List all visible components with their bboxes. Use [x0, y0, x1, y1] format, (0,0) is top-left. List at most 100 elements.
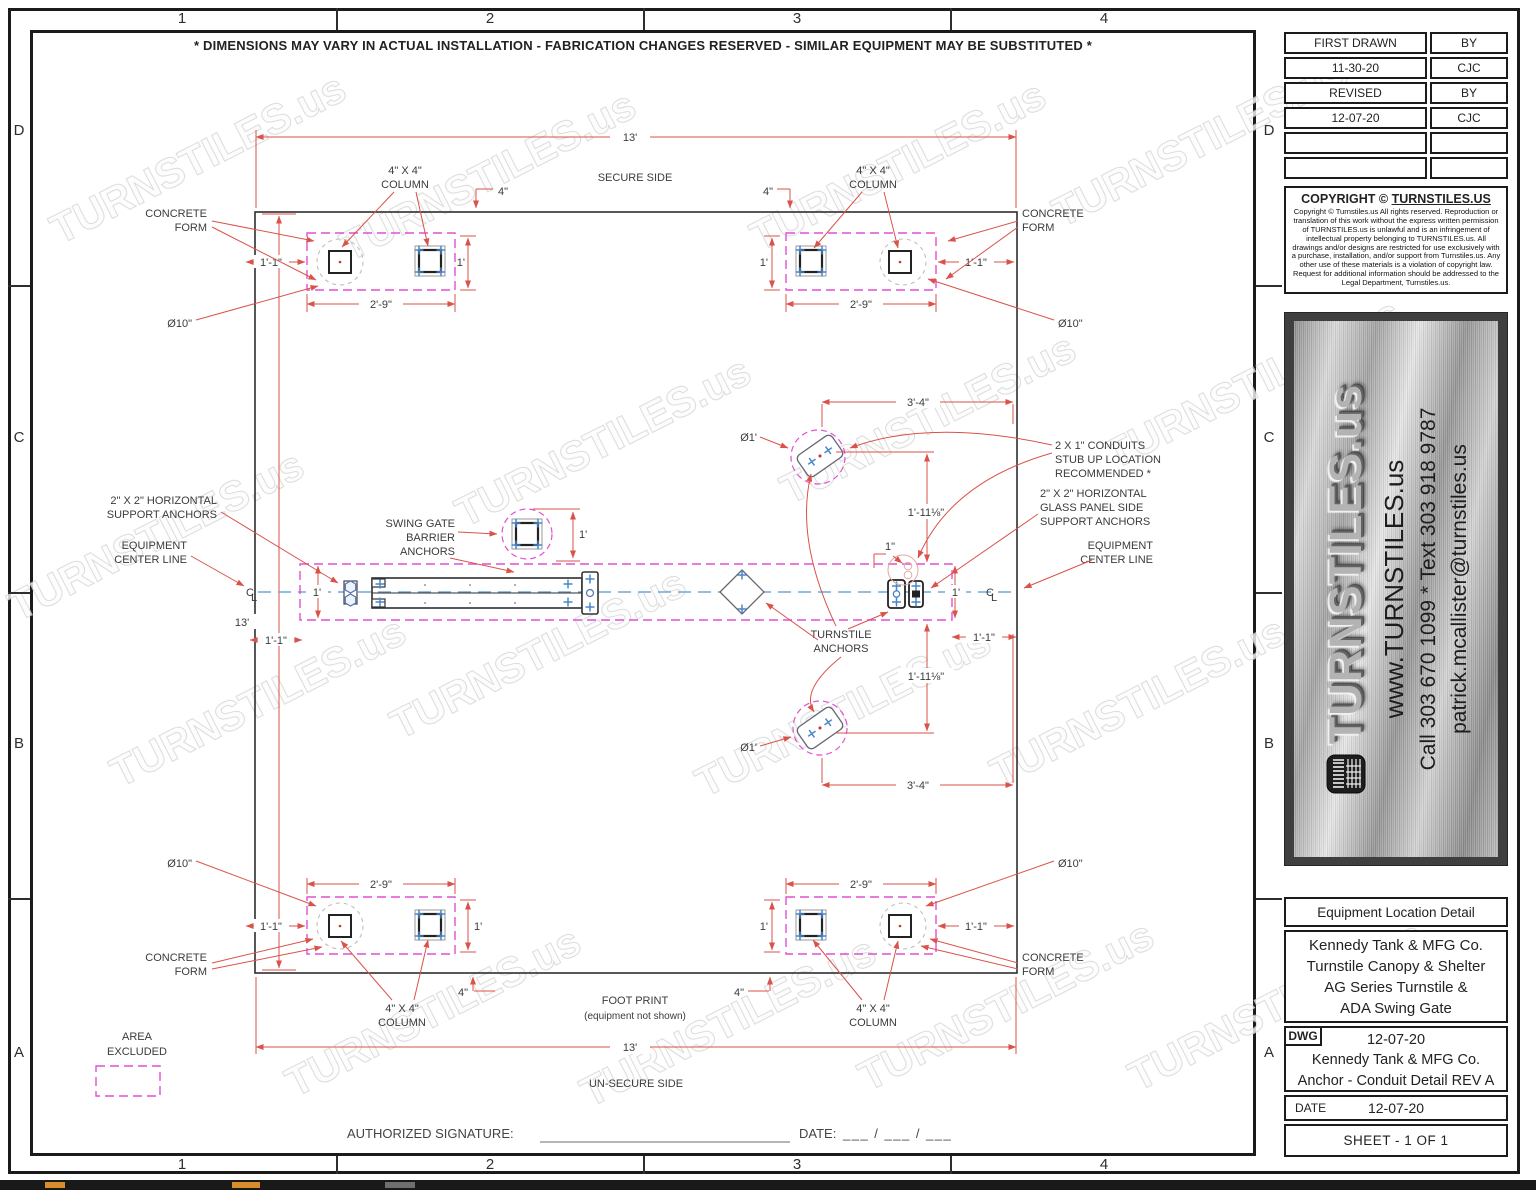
- svg-text:2 X 1" CONDUITS: 2 X 1" CONDUITS: [1055, 440, 1145, 452]
- grid-row-D-right: D: [1263, 122, 1275, 139]
- brand-website: www.TURNSTILES.us: [1379, 459, 1409, 719]
- date-value: 12-07-20: [1367, 1100, 1425, 1116]
- grid-tick: [1256, 285, 1282, 287]
- svg-text:2" X 2" HORIZONTAL: 2" X 2" HORIZONTAL: [1040, 488, 1147, 500]
- svg-text:COLUMN: COLUMN: [849, 1017, 897, 1029]
- grid-col-1: 1: [177, 10, 187, 27]
- swing-anchor-detail: 1': [501, 508, 587, 562]
- svg-text:FORM: FORM: [175, 966, 207, 978]
- grid-tick: [8, 592, 30, 594]
- grid-row-A: A: [13, 1044, 24, 1061]
- brand-panel: TURNSTILES.us www.TURNSTILES.us Call 303…: [1284, 312, 1508, 866]
- form-top-left: 2'-9" 1'-1" 1' 4" 4" X 4" COLUMN CONCRET…: [145, 165, 508, 330]
- svg-text:CENTER LINE: CENTER LINE: [114, 554, 187, 566]
- project-line: AG Series Turnstile &: [1324, 978, 1468, 996]
- project-line: Turnstile Canopy & Shelter: [1306, 957, 1486, 975]
- revision-empty-cell: [1430, 157, 1508, 179]
- form-bottom-left: 2'-9" 1'-1" 1' 4" 4" X 4" COLUMN CONCRET…: [145, 858, 495, 1029]
- svg-text:1': 1': [952, 587, 960, 599]
- footprint-sublabel: (equipment not shown): [584, 1011, 686, 1022]
- svg-text:1'-1": 1'-1": [260, 257, 282, 269]
- revised-label: REVISED: [1284, 82, 1427, 104]
- svg-text:ANCHORS: ANCHORS: [813, 643, 868, 655]
- grid-tick: [950, 1156, 952, 1174]
- swing-gate-label: SWING GATE BARRIER ANCHORS: [386, 518, 515, 574]
- by-label: BY: [1430, 82, 1508, 104]
- svg-text:ANCHORS: ANCHORS: [400, 546, 455, 558]
- unsecure-side-label: UN-SECURE SIDE: [589, 1078, 683, 1090]
- taskbar-orange-segment: [45, 1182, 65, 1188]
- svg-text:CONCRETE: CONCRETE: [145, 952, 207, 964]
- drawing-frame: [30, 30, 1256, 1156]
- watermarks: TURNSTILES.us TURNSTILES.us TURNSTILES.u…: [0, 46, 1431, 1116]
- titleblock-header: Equipment Location Detail: [1284, 897, 1508, 927]
- svg-text:COLUMN: COLUMN: [849, 179, 897, 191]
- svg-text:2'-9": 2'-9": [850, 299, 872, 311]
- svg-text:1': 1': [579, 529, 587, 541]
- form-top-right: 2'-9" 1'-1" 1' 4" 4" X 4" COLUMN CONCRET…: [760, 165, 1084, 330]
- centerline-symbol-right: CL: [986, 587, 997, 604]
- sheet-border: [8, 8, 1520, 1174]
- svg-text:13': 13': [623, 1042, 637, 1054]
- brand-email: patrick.mcallister@turnstiles.us: [1448, 444, 1471, 734]
- brand-phone: Call 303 670 1099 * Text 303 918 9787: [1417, 407, 1440, 771]
- taskbar-gray-segment: [385, 1182, 415, 1188]
- secure-side-label: SECURE SIDE: [598, 172, 673, 184]
- conduit-anchor-upper: Ø1' 1'-11⅛" 3'-4": [740, 394, 1014, 563]
- svg-text:COLUMN: COLUMN: [381, 179, 429, 191]
- svg-text:1'-1": 1'-1": [965, 257, 987, 269]
- grid-row-B-right: B: [1263, 735, 1274, 752]
- brand-logo-text: TURNSTILES.us: [1320, 383, 1371, 745]
- authorized-signature-label: AUTHORIZED SIGNATURE:: [347, 1126, 514, 1141]
- svg-text:4" X 4": 4" X 4": [388, 165, 422, 177]
- revision-empty-cell: [1430, 132, 1508, 154]
- svg-text:1'-1": 1'-1": [965, 921, 987, 933]
- titleblock-dwg: DWG 12-07-20 Kennedy Tank & MFG Co. Anch…: [1284, 1026, 1508, 1092]
- svg-text:4": 4": [498, 186, 508, 198]
- svg-text:TURNSTILES.us: TURNSTILES.us: [983, 607, 1293, 796]
- svg-text:4": 4": [763, 186, 773, 198]
- svg-text:BARRIER: BARRIER: [406, 532, 455, 544]
- svg-text:SUPPORT ANCHORS: SUPPORT ANCHORS: [107, 509, 217, 521]
- svg-text:TURNSTILES.us: TURNSTILES.us: [448, 347, 758, 536]
- centerline-symbol-left: CL: [246, 587, 257, 604]
- swing-gate: [343, 571, 599, 615]
- svg-text:4": 4": [734, 987, 744, 999]
- svg-text:2'-9": 2'-9": [850, 879, 872, 891]
- svg-text:13': 13': [623, 132, 637, 144]
- grid-tick: [8, 285, 30, 287]
- copyright-body: Copyright © Turnstiles.us All rights res…: [1291, 207, 1501, 288]
- project-line: ADA Swing Gate: [1340, 999, 1452, 1017]
- signature-date-slots: ___ / ___ / ___: [842, 1126, 952, 1141]
- svg-text:L: L: [251, 592, 257, 604]
- grid-col-4b: 4: [1099, 1156, 1109, 1173]
- svg-text:EXCLUDED: EXCLUDED: [107, 1046, 167, 1058]
- svg-text:1': 1': [313, 587, 321, 599]
- dwg-date: 12-07-20: [1366, 1032, 1426, 1048]
- project-line: Kennedy Tank & MFG Co.: [1309, 936, 1483, 954]
- svg-text:FORM: FORM: [1022, 222, 1054, 234]
- svg-text:AREA: AREA: [122, 1031, 153, 1043]
- grid-col-2b: 2: [485, 1156, 495, 1173]
- grid-row-C: C: [13, 429, 25, 446]
- titleblock-sheet: SHEET - 1 OF 1: [1284, 1124, 1508, 1157]
- svg-text:1': 1': [760, 921, 768, 933]
- svg-text:STUB UP LOCATION: STUB UP LOCATION: [1055, 454, 1161, 466]
- svg-text:SUPPORT ANCHORS: SUPPORT ANCHORS: [1040, 516, 1150, 528]
- svg-text:1'-1": 1'-1": [260, 921, 282, 933]
- svg-text:RECOMMENDED *: RECOMMENDED *: [1055, 468, 1152, 480]
- dwg-tag: DWG: [1284, 1026, 1322, 1046]
- svg-text:1'-1": 1'-1": [265, 635, 287, 647]
- svg-text:TURNSTILES.us: TURNSTILES.us: [383, 559, 693, 748]
- revision-table: FIRST DRAWN BY 11-30-20 CJC REVISED BY 1…: [1284, 32, 1508, 182]
- svg-text:3'-4": 3'-4": [907, 397, 929, 409]
- dwg-line: Anchor - Conduit Detail REV A: [1297, 1072, 1495, 1089]
- svg-text:COLUMN: COLUMN: [378, 1017, 426, 1029]
- signature-date-label: DATE:: [799, 1126, 836, 1141]
- footprint-outline: [254, 211, 1018, 974]
- svg-text:1": 1": [885, 541, 895, 553]
- revision-empty-cell: [1284, 132, 1427, 154]
- conduit-anchor-lower: Ø1' 1'-11⅛" 3'-4": [740, 623, 1014, 792]
